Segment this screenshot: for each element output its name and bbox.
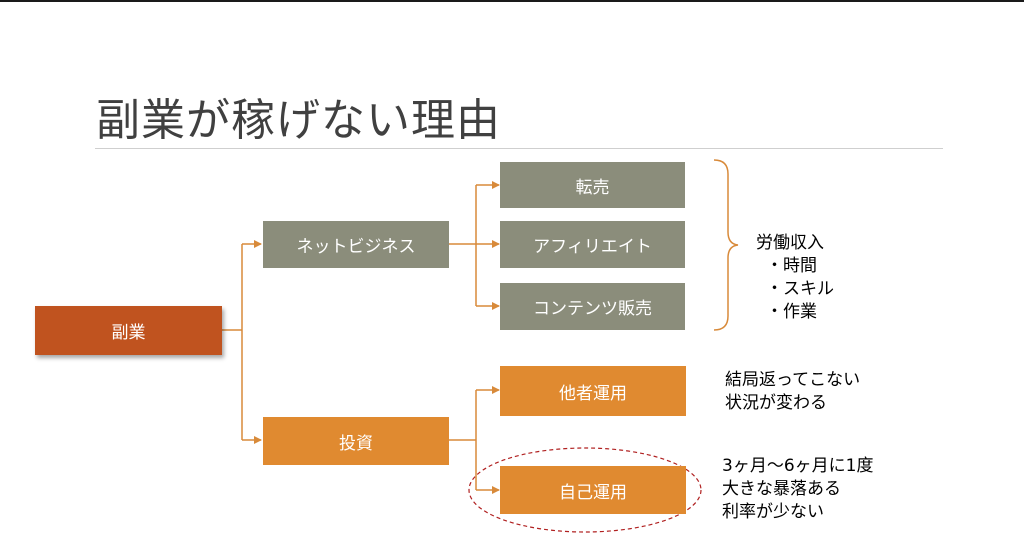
note-line: 大きな暴落ある bbox=[722, 479, 841, 499]
node-self-managed: 自己運用 bbox=[500, 466, 686, 514]
note-labor: 労働収入 ・時間 ・スキル ・作業 bbox=[756, 232, 834, 324]
note-line: 状況が変わる bbox=[725, 393, 827, 413]
note-labor-item: ・作業 bbox=[766, 302, 817, 322]
note-other-managed: 結局返ってこない 状況が変わる bbox=[725, 369, 860, 415]
note-line: 結局返ってこない bbox=[725, 370, 861, 390]
note-line: 3ヶ月～6ヶ月に1度 bbox=[722, 456, 874, 476]
note-line: 利率が少ない bbox=[722, 502, 824, 522]
page-title: 副業が稼げない理由 bbox=[96, 95, 501, 146]
connector-net-trunk bbox=[449, 185, 477, 306]
top-border bbox=[0, 0, 1024, 2]
node-investment: 投資 bbox=[263, 417, 449, 465]
note-labor-item: ・時間 bbox=[766, 256, 817, 276]
note-labor-item: ・スキル bbox=[766, 279, 834, 299]
highlight-ellipse bbox=[468, 447, 702, 533]
connector-root-trunk bbox=[222, 244, 243, 440]
note-self-managed: 3ヶ月～6ヶ月に1度 大きな暴落ある 利率が少ない bbox=[722, 455, 873, 524]
title-divider bbox=[95, 148, 943, 149]
connector-invest-trunk bbox=[449, 390, 477, 490]
node-root: 副業 bbox=[35, 306, 222, 355]
node-content-sales: コンテンツ販売 bbox=[500, 283, 685, 330]
node-other-managed: 他者運用 bbox=[500, 366, 686, 416]
node-net-business: ネットビジネス bbox=[263, 221, 449, 268]
note-labor-heading: 労働収入 bbox=[756, 233, 824, 253]
node-affiliate: アフィリエイト bbox=[500, 221, 685, 268]
node-tenbai: 転売 bbox=[500, 162, 685, 208]
labor-brace bbox=[713, 159, 739, 331]
